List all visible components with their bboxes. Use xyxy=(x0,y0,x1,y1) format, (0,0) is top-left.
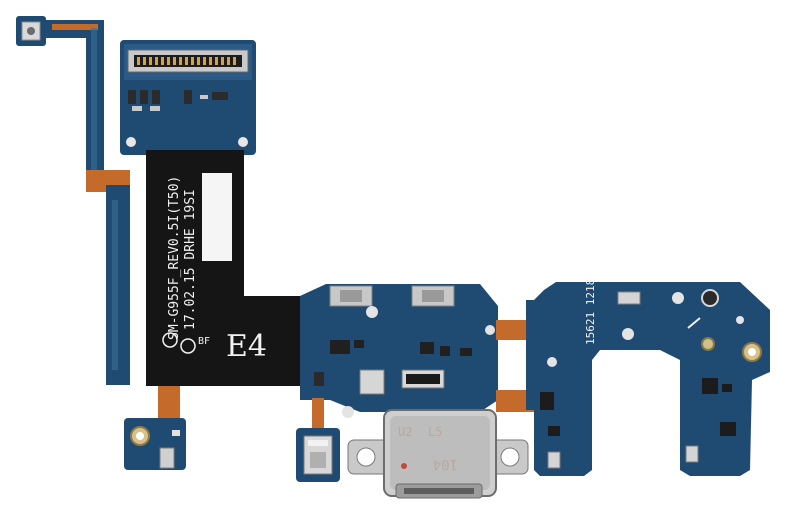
silkscreen-board-code: E4 xyxy=(226,329,267,364)
board-to-board-connector-section xyxy=(120,40,256,155)
silkscreen-vertical-code: 15621 1218 xyxy=(584,279,597,345)
silkscreen-model-line: SM-G955F_REV0.5I(T50) xyxy=(167,176,182,340)
usb-mark-top: U2 xyxy=(398,425,412,439)
usb-mark-top-right: L5 xyxy=(428,425,442,439)
silkscreen-text-block: SM-G955F_REV0.5I(T50) 17.02.15 DRHE 19SI… xyxy=(162,176,267,364)
antenna-contact-pad xyxy=(16,16,46,46)
right-sensor-board: 15621 1218 xyxy=(534,279,770,476)
usb-main-board xyxy=(300,284,498,418)
usb-c-port: U2 L5 104 xyxy=(347,409,529,499)
stiffener-panel xyxy=(146,150,304,386)
microphone-pad xyxy=(296,398,340,482)
usb-mark-bottom: 104 xyxy=(433,456,458,472)
silkscreen-brand-marks: BF xyxy=(198,336,210,347)
left-leg-flex xyxy=(124,386,186,470)
logo-circle-icon xyxy=(180,338,196,354)
antenna-flex-strip xyxy=(40,20,130,385)
logo-swirl-icon xyxy=(162,332,178,348)
silkscreen-date-line: 17.02.15 DRHE 19SI xyxy=(183,189,198,330)
